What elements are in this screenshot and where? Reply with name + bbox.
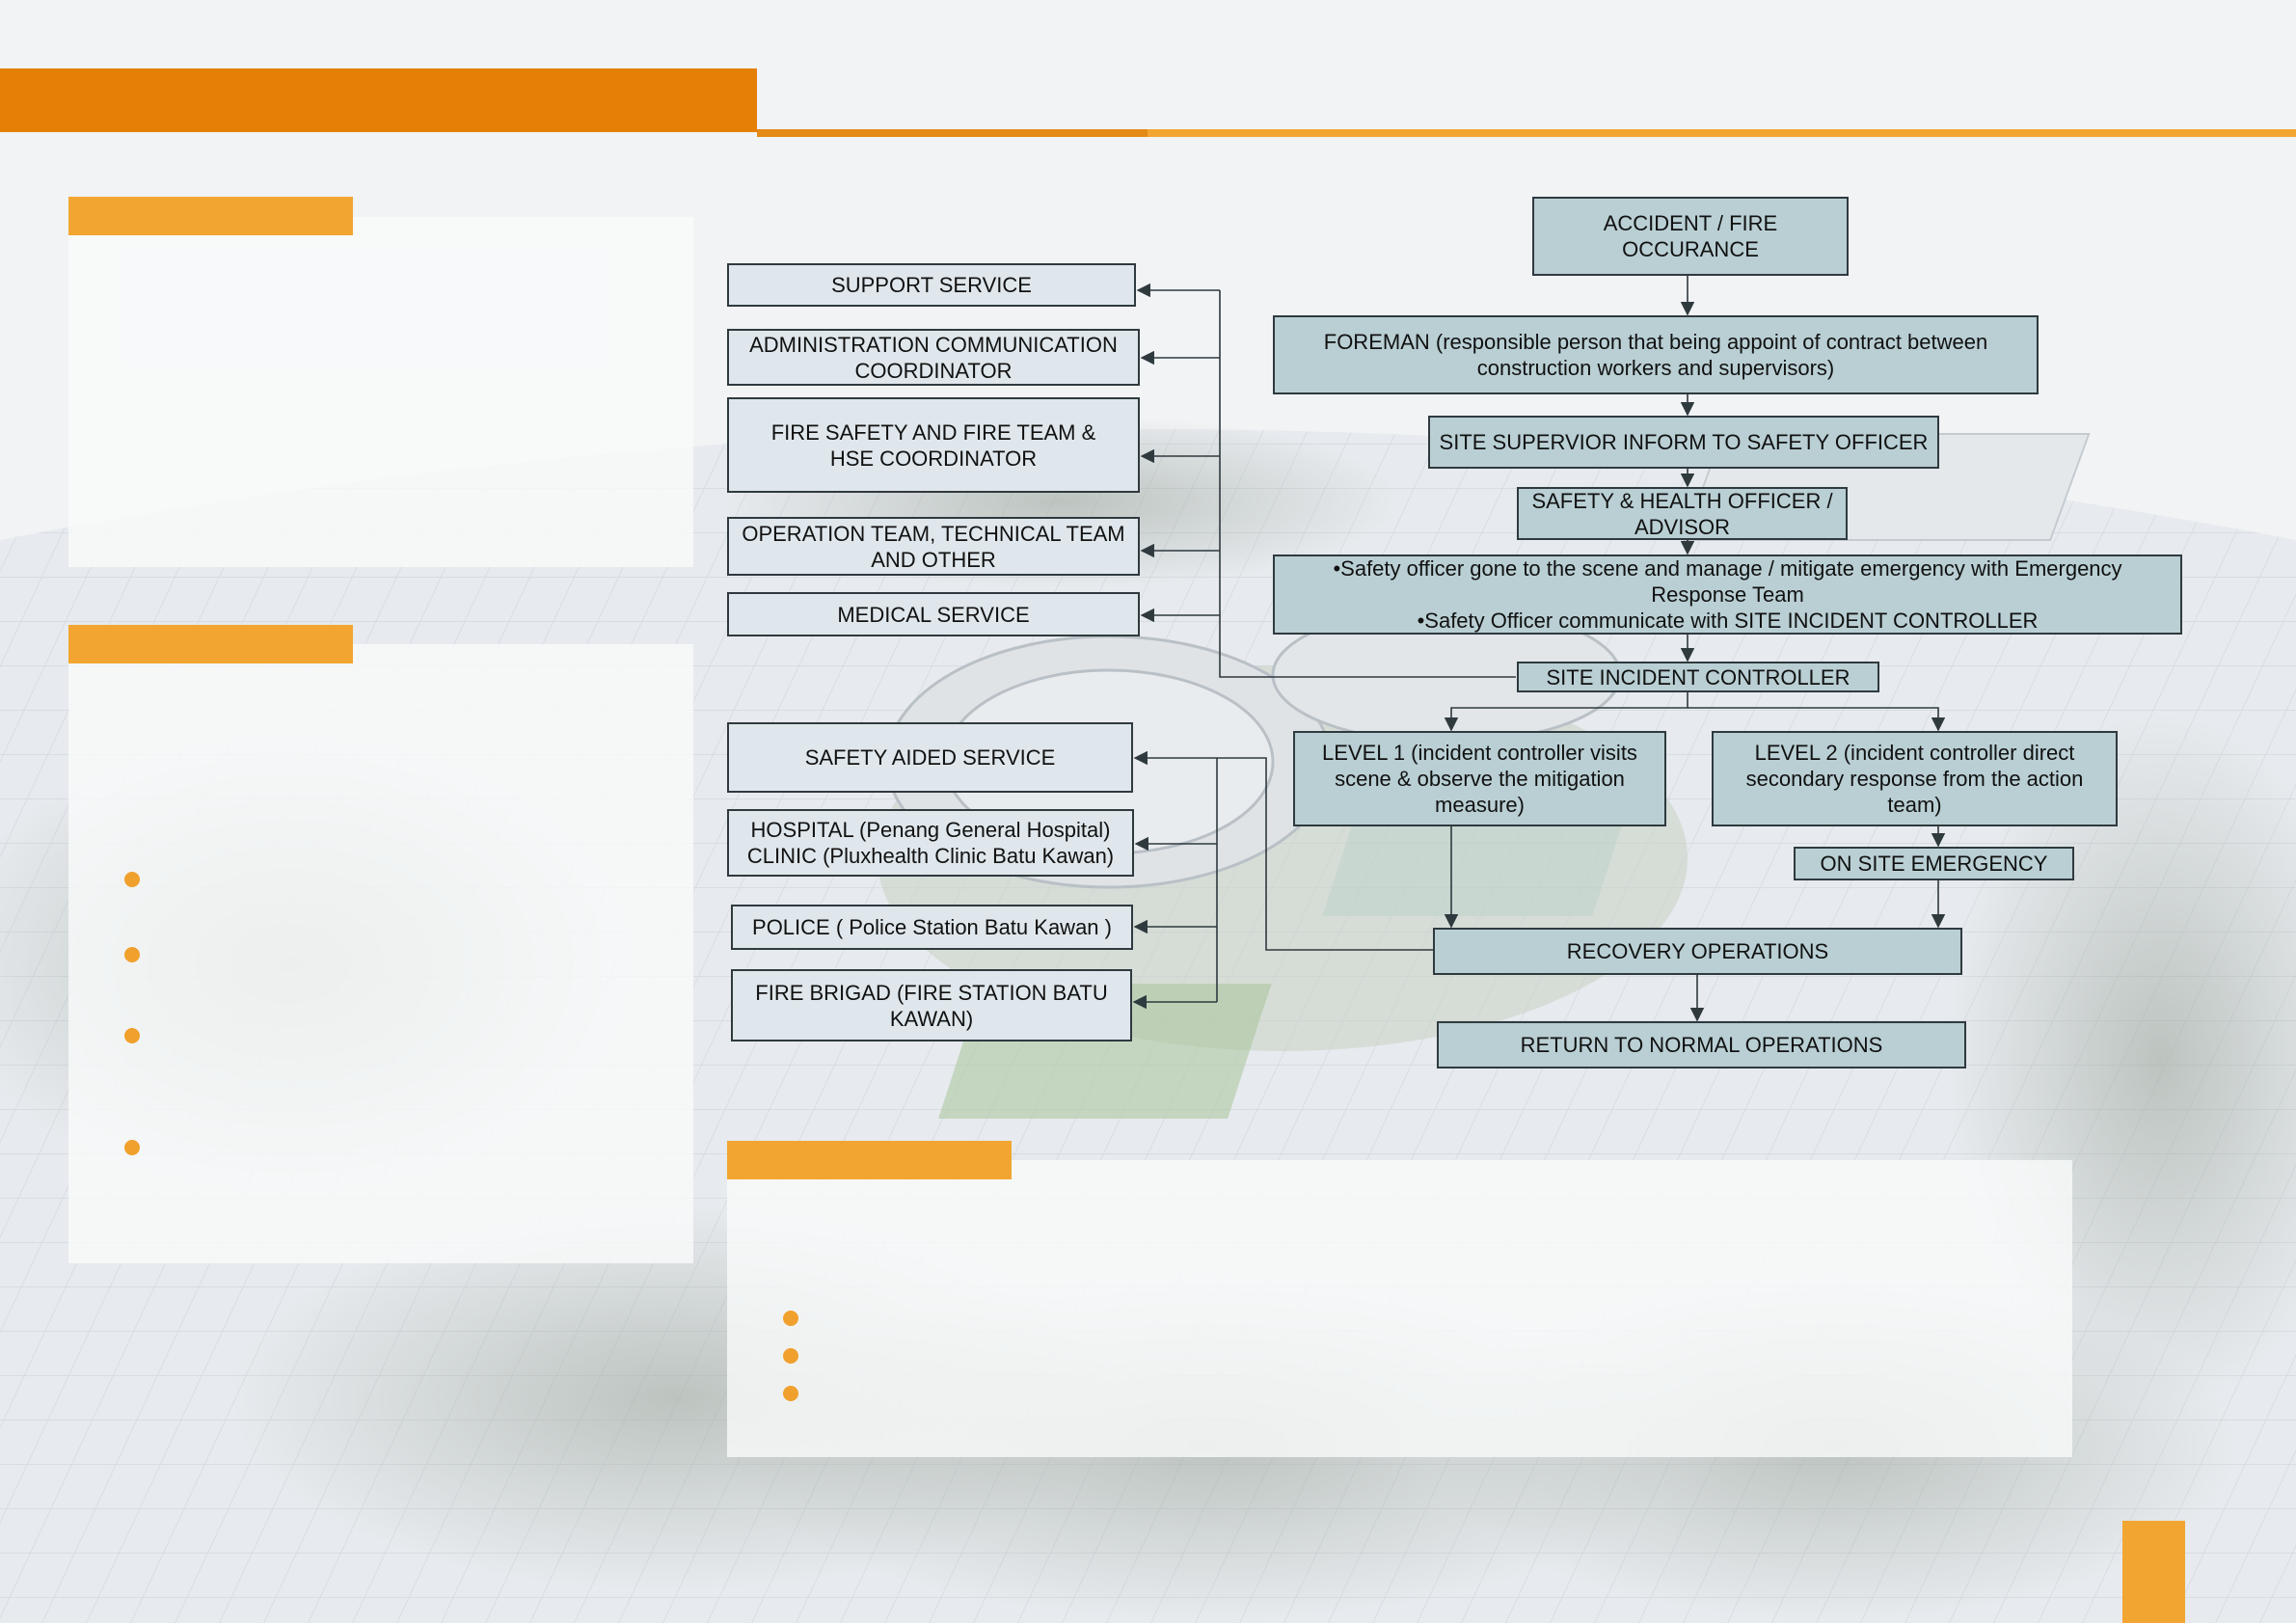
site-incident-controller-box: SITE INCIDENT CONTROLLER [1517, 662, 1879, 692]
level-1-box: LEVEL 1 (incident controller visits scen… [1293, 731, 1666, 826]
hospital-clinic-box: HOSPITAL (Penang General Hospital) CLINI… [727, 809, 1134, 877]
bottom-panel [727, 1160, 2072, 1457]
operation-technical-team-box: OPERATION TEAM, TECHNICAL TEAM AND OTHER [727, 517, 1140, 576]
bullet-dot [783, 1348, 798, 1364]
level-2-box: LEVEL 2 (incident controller direct seco… [1712, 731, 2118, 826]
header-rule-light [1148, 129, 2296, 137]
bullet-dot [124, 1140, 140, 1155]
fire-brigade-box: FIRE BRIGAD (FIRE STATION BATU KAWAN) [731, 969, 1132, 1041]
left-bottom-panel-tag [68, 625, 353, 663]
return-to-normal-operations-box: RETURN TO NORMAL OPERATIONS [1437, 1021, 1966, 1068]
clinic-line: CLINIC (Pluxhealth Clinic Batu Kawan) [746, 844, 1115, 868]
recovery-operations-box: RECOVERY OPERATIONS [1433, 928, 1962, 975]
administration-communication-coordinator-box: ADMINISTRATION COMMUNICATION COORDINATOR [727, 329, 1140, 386]
bullet-dot [783, 1386, 798, 1401]
header-bar [0, 68, 757, 132]
scene-management-line-2: •Safety Officer communicate with SITE IN… [1417, 609, 2039, 633]
left-top-panel [68, 217, 693, 567]
bullet-dot [124, 1028, 140, 1043]
left-bottom-panel [68, 644, 693, 1263]
bullet-dot [124, 872, 140, 887]
bullet-dot [124, 947, 140, 962]
safety-aided-service-box: SAFETY AIDED SERVICE [727, 722, 1133, 793]
scene-management-box: •Safety officer gone to the scene and ma… [1273, 555, 2182, 635]
police-box: POLICE ( Police Station Batu Kawan ) [731, 905, 1133, 950]
fire-safety-hse-coordinator-box: FIRE SAFETY AND FIRE TEAM & HSE COORDINA… [727, 397, 1140, 493]
hospital-line: HOSPITAL (Penang General Hospital) [750, 818, 1111, 842]
bullet-dot [783, 1311, 798, 1326]
header-rule-dark [757, 129, 1148, 137]
accident-fire-occurrence-box: ACCIDENT / FIRE OCCURANCE [1532, 197, 1849, 276]
corner-accent [2122, 1521, 2185, 1623]
left-top-panel-tag [68, 197, 353, 235]
foreman-box: FOREMAN (responsible person that being a… [1273, 315, 2039, 394]
medical-service-box: MEDICAL SERVICE [727, 592, 1140, 636]
scene-management-line-1: •Safety officer gone to the scene and ma… [1333, 556, 2122, 607]
site-supervisor-box: SITE SUPERVIOR INFORM TO SAFETY OFFICER [1428, 416, 1939, 469]
on-site-emergency-box: ON SITE EMERGENCY [1794, 847, 2074, 880]
support-service-box: SUPPORT SERVICE [727, 263, 1136, 307]
bottom-panel-tag [727, 1141, 1012, 1179]
safety-health-officer-box: SAFETY & HEALTH OFFICER / ADVISOR [1517, 487, 1848, 540]
